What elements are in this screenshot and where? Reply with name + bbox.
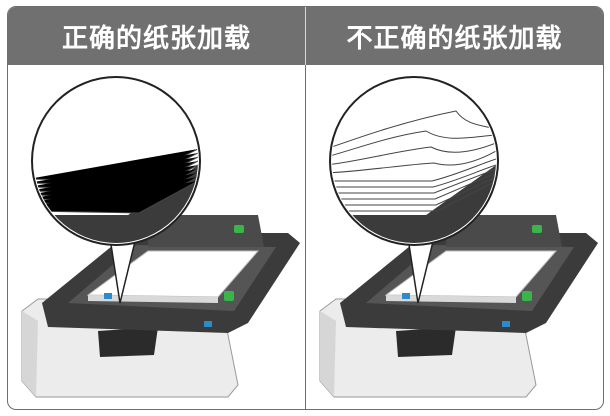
paper-tray-icon	[319, 215, 599, 398]
header-incorrect-loading: 不正确的纸张加载	[346, 23, 563, 54]
table-body-row	[8, 65, 603, 409]
cell-correct-loading	[8, 65, 305, 409]
header-divider	[305, 7, 306, 65]
magnified-curled-paper-icon	[329, 76, 500, 246]
body-divider	[304, 65, 307, 409]
incorrect-paper-loading-illustration	[319, 76, 599, 398]
cell-incorrect-loading	[306, 65, 603, 409]
table-header-row: 正确的纸张加载 不正确的纸张加载	[8, 7, 603, 65]
paper-loading-comparison-table: 正确的纸张加载 不正确的纸张加载	[7, 6, 604, 410]
paper-tray-icon	[21, 215, 300, 398]
correct-paper-loading-illustration	[21, 76, 300, 398]
magnified-flat-paper-icon	[31, 76, 201, 246]
header-correct-loading: 正确的纸张加载	[61, 23, 251, 54]
